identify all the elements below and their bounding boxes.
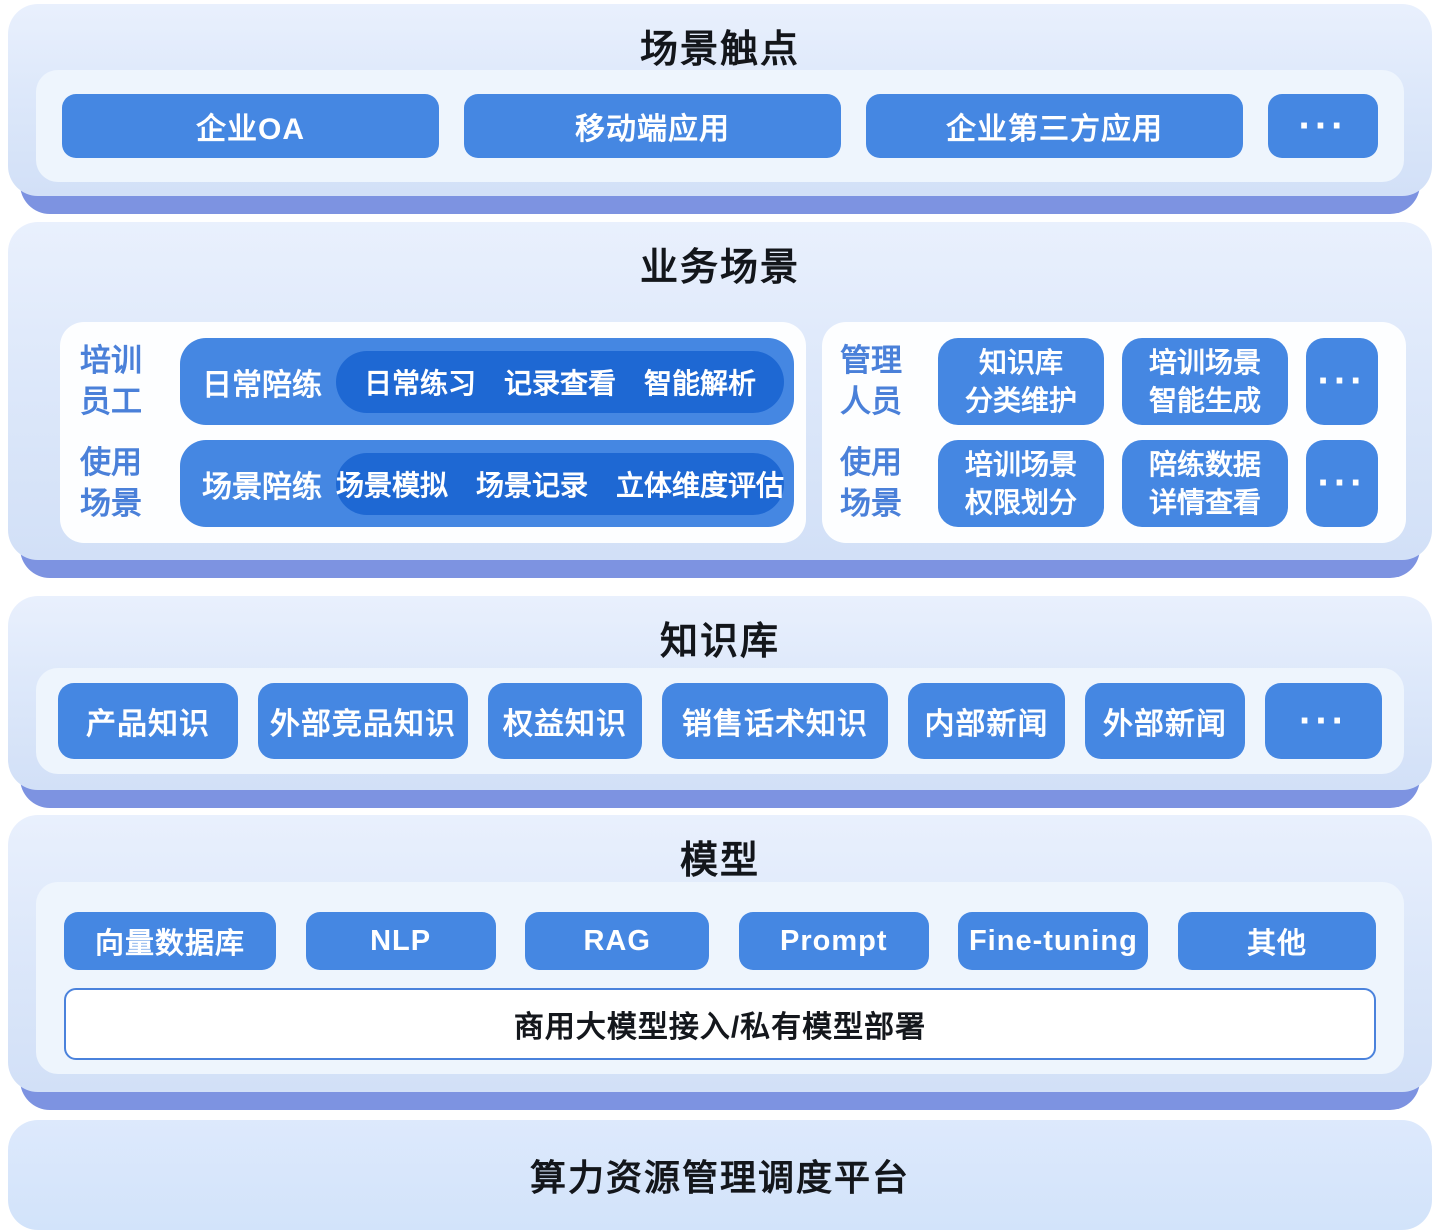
chip-other[interactable]: 其他 [1177, 912, 1376, 970]
more-ellipsis-button[interactable]: ··· [1306, 440, 1378, 527]
pill-label: 日常陪练 [202, 368, 322, 402]
chip-fine-tuning[interactable]: Fine-tuning [958, 912, 1149, 970]
daily-training-row: 培训 员工 日常陪练 日常练习 记录查看 智能解析 [80, 338, 794, 425]
section-business-scenarios: 业务场景 培训 员工 日常陪练 日常练习 记录查看 智能解析 [0, 222, 1440, 578]
section-knowledge-base: 知识库 产品知识 外部竞品知识 权益知识 销售话术知识 内部新闻 外部新闻 ··… [0, 596, 1440, 808]
chip-line: 培训场景 [964, 448, 1077, 480]
rail-line: 使用 [840, 444, 902, 480]
chip-mobile-app[interactable]: 移动端应用 [464, 94, 841, 158]
row-label-usage-scene: 使用 场景 [80, 440, 168, 527]
daily-training-pill[interactable]: 日常陪练 日常练习 记录查看 智能解析 [180, 338, 794, 425]
row-label-usage-scene: 使用 场景 [840, 440, 920, 527]
scenario-training-pill[interactable]: 场景陪练 场景模拟 场景记录 立体维度评估 [180, 440, 795, 527]
chip-kb-category-maintenance[interactable]: 知识库 分类维护 [938, 338, 1104, 425]
chip-vector-database[interactable]: 向量数据库 [64, 912, 276, 970]
section-title: 场景触点 [639, 29, 800, 71]
row-label-managers: 管理 人员 [840, 338, 920, 425]
model-access-bar: 商用大模型接入/私有模型部署 [64, 988, 1376, 1060]
rail-line: 人员 [840, 383, 902, 419]
platform-title: 算力资源管理调度平台 [529, 1157, 910, 1198]
manager-row: 管理 人员 知识库 分类维护 培训场景 智能生成 ··· [840, 338, 1392, 425]
chip-enterprise-oa[interactable]: 企业OA [62, 94, 439, 158]
more-ellipsis-button[interactable]: ··· [1306, 338, 1378, 425]
pill-detail: 场景模拟 场景记录 立体维度评估 [336, 452, 785, 515]
chip-line: 知识库 [978, 346, 1063, 378]
chip-scene-smart-generation[interactable]: 培训场景 智能生成 [1122, 338, 1288, 425]
section-panel: 场景触点 企业OA 移动端应用 企业第三方应用 ··· [8, 4, 1432, 196]
chip-internal-news[interactable]: 内部新闻 [908, 683, 1065, 759]
chip-line: 培训场景 [1148, 346, 1261, 378]
chip-training-data-detail[interactable]: 陪练数据 详情查看 [1122, 440, 1288, 527]
pill-detail: 日常练习 记录查看 智能解析 [336, 350, 784, 413]
section-panel: 业务场景 培训 员工 日常陪练 日常练习 记录查看 智能解析 [8, 222, 1432, 560]
chip-rag[interactable]: RAG [525, 912, 710, 970]
more-ellipsis-button[interactable]: ··· [1268, 94, 1378, 158]
chip-third-party-app[interactable]: 企业第三方应用 [866, 94, 1243, 158]
pill-label: 场景陪练 [202, 470, 322, 504]
chip-external-news[interactable]: 外部新闻 [1085, 683, 1245, 759]
chip-nlp[interactable]: NLP [305, 912, 496, 970]
compute-platform-bar: 算力资源管理调度平台 [8, 1120, 1432, 1230]
chip-prompt[interactable]: Prompt [738, 912, 929, 970]
chip-line: 智能生成 [1148, 384, 1261, 416]
rail-line: 员工 [80, 383, 142, 419]
rail-line: 场景 [80, 485, 142, 521]
rail-line: 管理 [840, 342, 902, 378]
section-title: 知识库 [659, 621, 780, 663]
row-label-training-staff: 培训 员工 [80, 338, 168, 425]
chip-line: 详情查看 [1148, 486, 1261, 518]
chip-line: 权限划分 [964, 486, 1077, 518]
section-model: 模型 向量数据库 NLP RAG Prompt Fine-tuning 其他 商… [0, 815, 1440, 1110]
rail-line: 使用 [80, 444, 142, 480]
employee-training-card: 培训 员工 日常陪练 日常练习 记录查看 智能解析 使用 场景 [60, 322, 806, 543]
chip-scene-permission-division[interactable]: 培训场景 权限划分 [938, 440, 1104, 527]
more-ellipsis-button[interactable]: ··· [1265, 683, 1382, 759]
touchpoints-inner-panel: 企业OA 移动端应用 企业第三方应用 ··· [36, 70, 1404, 182]
manager-card: 管理 人员 知识库 分类维护 培训场景 智能生成 ··· [822, 322, 1406, 543]
chip-sales-script-knowledge[interactable]: 销售话术知识 [662, 683, 888, 759]
section-touchpoints: 场景触点 企业OA 移动端应用 企业第三方应用 ··· [0, 4, 1440, 214]
knowledge-inner-panel: 产品知识 外部竞品知识 权益知识 销售话术知识 内部新闻 外部新闻 ··· [36, 668, 1404, 774]
rail-line: 场景 [840, 485, 902, 521]
model-inner-panel: 向量数据库 NLP RAG Prompt Fine-tuning 其他 商用大模… [36, 882, 1404, 1074]
manager-usage-row: 使用 场景 培训场景 权限划分 陪练数据 详情查看 ··· [840, 440, 1392, 527]
section-title: 模型 [679, 840, 760, 882]
chip-competitor-knowledge[interactable]: 外部竞品知识 [258, 683, 468, 759]
chip-line: 陪练数据 [1148, 448, 1261, 480]
chip-product-knowledge[interactable]: 产品知识 [58, 683, 238, 759]
section-panel: 模型 向量数据库 NLP RAG Prompt Fine-tuning 其他 商… [8, 815, 1432, 1092]
section-title: 业务场景 [639, 247, 800, 289]
chip-line: 分类维护 [964, 384, 1077, 416]
chip-benefit-knowledge[interactable]: 权益知识 [488, 683, 642, 759]
rail-line: 培训 [80, 342, 142, 378]
scenario-training-row: 使用 场景 场景陪练 场景模拟 场景记录 立体维度评估 [80, 440, 795, 527]
section-panel: 知识库 产品知识 外部竞品知识 权益知识 销售话术知识 内部新闻 外部新闻 ··… [8, 596, 1432, 790]
